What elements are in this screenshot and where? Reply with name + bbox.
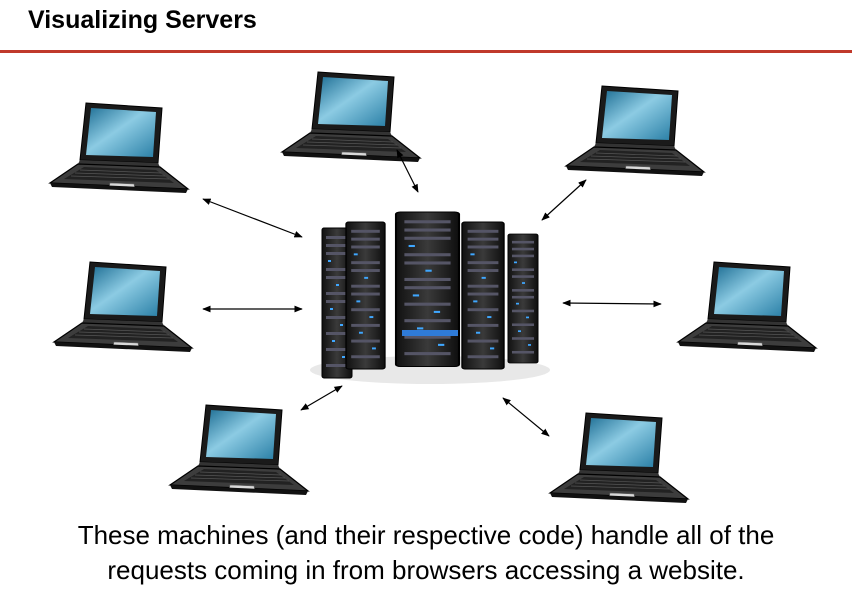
connection-arrow (300, 385, 343, 411)
connection-arrow (202, 198, 303, 238)
laptop-icon (53, 261, 193, 353)
server-rack-icon (310, 210, 550, 384)
laptop-icon (677, 261, 817, 353)
caption-line: requests coming in from browsers accessi… (107, 555, 745, 585)
connection-arrow (502, 397, 550, 437)
laptop-icon (49, 102, 189, 194)
connection-arrow (396, 149, 419, 193)
laptop-icon (565, 85, 705, 177)
connection-arrow (541, 179, 587, 221)
slide-title: Visualizing Servers (28, 6, 257, 34)
laptop-icon (549, 412, 689, 504)
title-divider (0, 50, 852, 53)
connection-arrow (562, 299, 662, 308)
laptop-icon (281, 71, 421, 163)
slide-caption: These machines (and their respective cod… (0, 518, 852, 588)
caption-line: These machines (and their respective cod… (77, 520, 775, 550)
laptop-icon (169, 404, 309, 496)
connection-arrows (202, 149, 662, 437)
